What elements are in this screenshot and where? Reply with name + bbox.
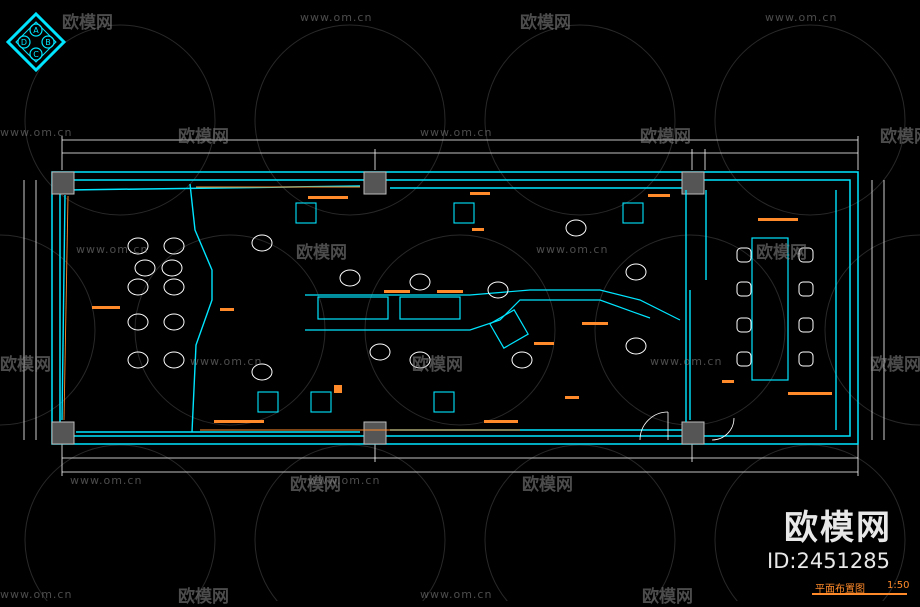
lounge-chair	[369, 343, 391, 361]
chair	[736, 281, 752, 297]
chair	[798, 281, 814, 297]
watermark-url: www.om.cn	[420, 126, 493, 139]
badge-letter-b: B	[45, 38, 51, 47]
drawing-title: 平面布置图	[815, 584, 865, 595]
side-dimensions	[23, 180, 885, 440]
lounge-chair	[625, 337, 647, 355]
watermark-logo: 欧模网	[62, 13, 113, 33]
watermark-logo: 欧模网	[296, 243, 347, 263]
watermark-url: www.om.cn	[650, 355, 723, 368]
lounge-chair	[127, 278, 149, 296]
lounge-chair	[127, 351, 149, 369]
watermark-url: www.om.cn	[190, 355, 263, 368]
watermark-logo: 欧模网	[640, 127, 691, 147]
watermark-logo: 欧模网	[642, 587, 693, 607]
partition-walls	[61, 183, 837, 433]
lounge-chair	[409, 351, 431, 369]
chair	[798, 317, 814, 333]
chair	[736, 351, 752, 367]
doors	[639, 411, 735, 441]
badge-letter-a: A	[33, 26, 39, 35]
chair	[736, 317, 752, 333]
chair	[736, 247, 752, 263]
top-dimensions	[61, 136, 859, 170]
lounge-chair	[163, 351, 185, 369]
chair	[798, 351, 814, 367]
lounge-chair	[487, 281, 509, 299]
meeting-table	[751, 237, 789, 381]
chair-group	[736, 247, 814, 367]
bottom-dimensions	[61, 440, 859, 476]
watermark-logo: 欧模网	[880, 127, 920, 147]
columns	[51, 171, 705, 445]
display-plinths	[257, 202, 644, 413]
watermark-url: www.om.cn	[308, 474, 381, 487]
chair	[798, 247, 814, 263]
watermark-logo: 欧模网	[522, 475, 573, 495]
lounge-chair	[163, 278, 185, 296]
annotation-leaders	[63, 186, 520, 431]
lounge-chair	[625, 263, 647, 281]
drawing-scale: 1:50	[887, 580, 910, 591]
lounge-chair	[127, 237, 149, 255]
lounge-chair	[339, 269, 361, 287]
watermark-url: www.om.cn	[300, 11, 373, 24]
lounge-chair	[565, 219, 587, 237]
outer-walls	[51, 171, 859, 445]
lounge-chair	[163, 313, 185, 331]
compass-badge: A B C D	[5, 11, 67, 73]
lounge-chair	[409, 273, 431, 291]
watermark-logo: 欧模网	[756, 243, 807, 263]
lounge-chair	[134, 259, 156, 277]
display-counter	[305, 289, 681, 349]
annotation-labels	[92, 192, 832, 423]
watermark-url: www.om.cn	[0, 588, 73, 601]
watermark-logo: 欧模网	[0, 355, 51, 375]
lounge-chair	[251, 363, 273, 381]
badge-letter-d: D	[21, 38, 27, 47]
watermark-brand: 欧模网	[784, 508, 892, 548]
watermark-logo: 欧模网	[178, 127, 229, 147]
watermark-logo: 欧模网	[412, 355, 463, 375]
watermark-url: www.om.cn	[536, 243, 609, 256]
watermark-url: www.om.cn	[420, 588, 493, 601]
lounge-chair	[251, 234, 273, 252]
watermark-url: www.om.cn	[70, 474, 143, 487]
watermark-id: ID:2451285	[767, 549, 890, 573]
watermark-url: www.om.cn	[765, 11, 838, 24]
watermark-url: www.om.cn	[0, 126, 73, 139]
lounge-seating-group	[127, 219, 647, 381]
lounge-chair	[127, 313, 149, 331]
watermark-url: www.om.cn	[76, 243, 149, 256]
title-underline	[812, 593, 907, 595]
lounge-chair	[161, 259, 183, 277]
watermark-logo: 欧模网	[870, 355, 920, 375]
watermark-logo: 欧模网	[178, 587, 229, 607]
lounge-chair	[511, 351, 533, 369]
watermark-circles	[0, 24, 920, 607]
lounge-chair	[163, 237, 185, 255]
watermark-logo: 欧模网	[520, 13, 571, 33]
badge-letter-c: C	[33, 50, 39, 59]
watermark-logo: 欧模网	[290, 475, 341, 495]
